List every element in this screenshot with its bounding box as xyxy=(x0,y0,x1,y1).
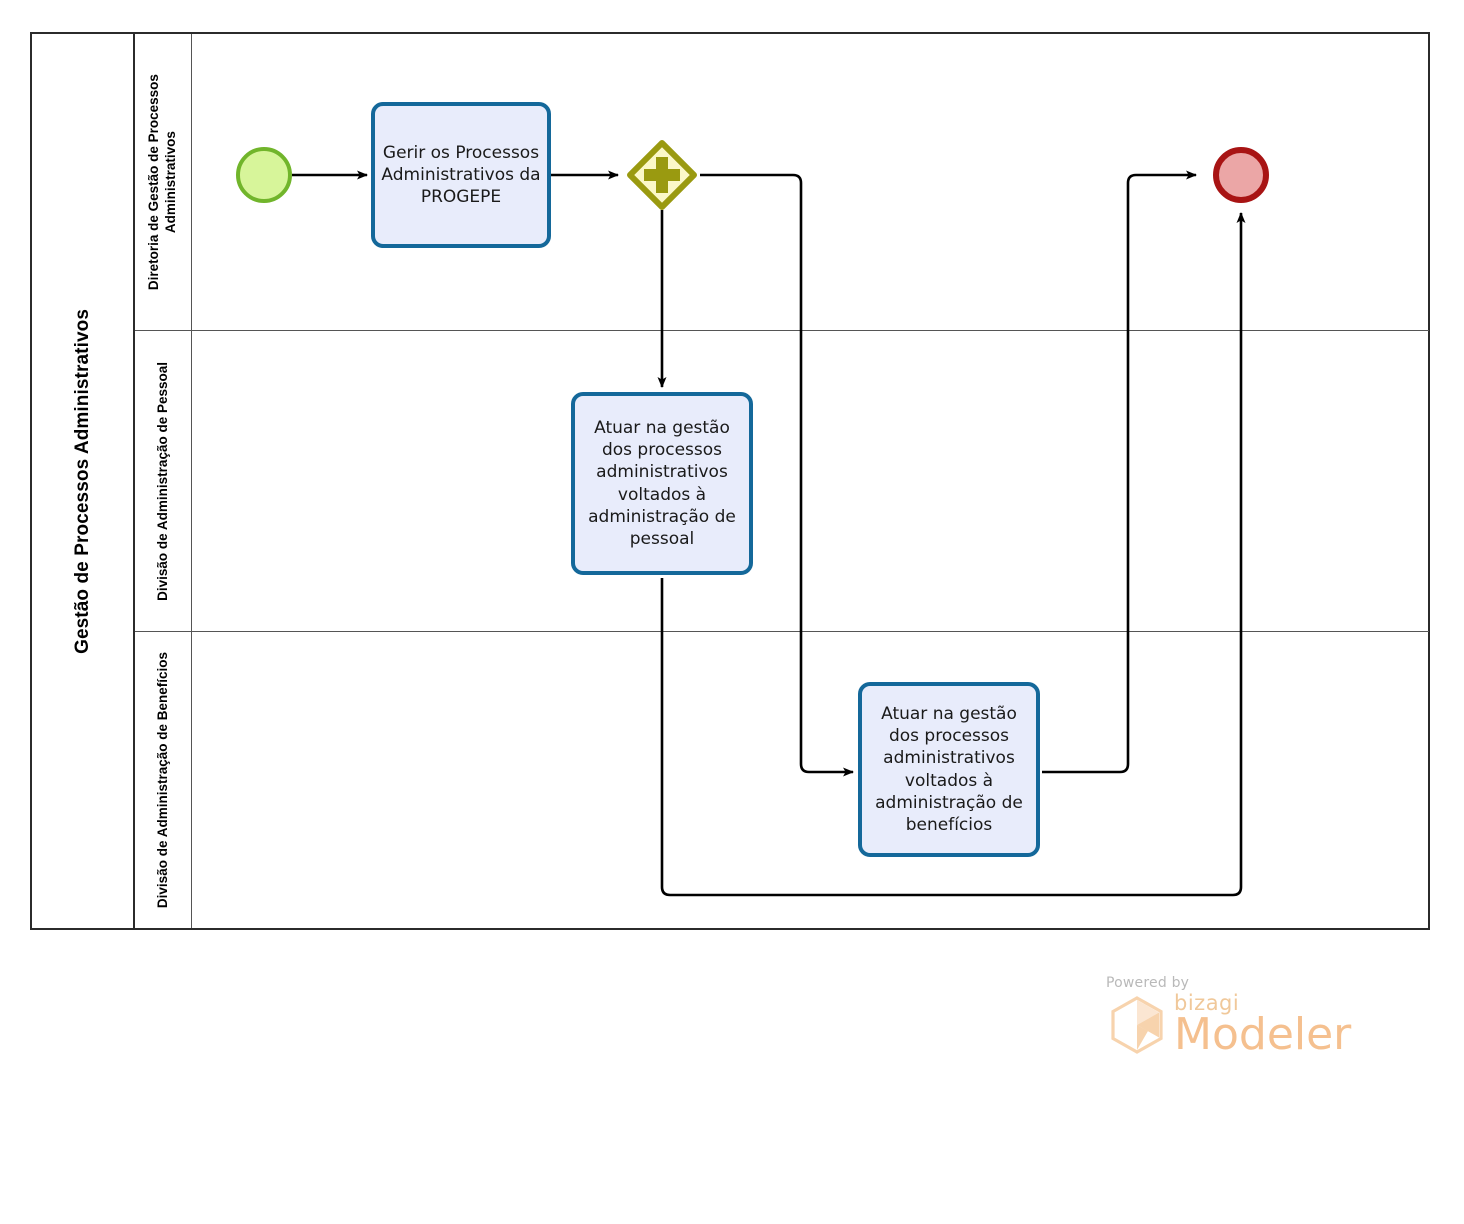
pool-title: Gestão de Processos Administrativos xyxy=(71,308,93,654)
task-gerir-processos[interactable]: Gerir os Processos Administrativos da PR… xyxy=(371,102,551,248)
plus-icon xyxy=(644,157,680,193)
start-event[interactable] xyxy=(236,147,292,203)
lane-header-pessoal: Divisão de Administração de Pessoal xyxy=(135,331,192,631)
powered-by-label: Powered by xyxy=(1106,975,1190,991)
task-atuar-beneficios-label: Atuar na gestão dos processos administra… xyxy=(875,704,1023,835)
task-atuar-pessoal-label: Atuar na gestão dos processos administra… xyxy=(588,418,736,549)
parallel-gateway[interactable] xyxy=(627,140,697,210)
lane-header-beneficios: Divisão de Administração de Benefícios xyxy=(135,632,192,928)
task-atuar-beneficios[interactable]: Atuar na gestão dos processos administra… xyxy=(858,682,1040,857)
end-event[interactable] xyxy=(1213,147,1269,203)
lane-label-beneficios: Divisão de Administração de Benefícios xyxy=(154,651,170,909)
bizagi-hexagon-logo-icon xyxy=(1111,995,1163,1054)
task-atuar-pessoal[interactable]: Atuar na gestão dos processos administra… xyxy=(571,392,753,575)
lane-header-diretoria: Diretoria de Gestão de Processos Adminis… xyxy=(135,34,192,330)
modeler-wordmark: Modeler xyxy=(1174,1009,1352,1060)
pool-header: Gestão de Processos Administrativos xyxy=(32,34,135,928)
lane-divisao-de-administracao-de-pessoal: Divisão de Administração de Pessoal xyxy=(135,331,1429,632)
lane-label-pessoal: Divisão de Administração de Pessoal xyxy=(154,361,170,601)
bizagi-wordmark: bizagi xyxy=(1174,991,1240,1015)
bizagi-branding: Powered by bizagi Modeler xyxy=(1106,975,1376,1075)
lane-label-diretoria: Diretoria de Gestão de Processos Adminis… xyxy=(146,73,178,291)
task-gerir-processos-label: Gerir os Processos Administrativos da PR… xyxy=(381,142,541,208)
lane-divisao-de-administracao-de-beneficios: Divisão de Administração de Benefícios xyxy=(135,632,1429,928)
